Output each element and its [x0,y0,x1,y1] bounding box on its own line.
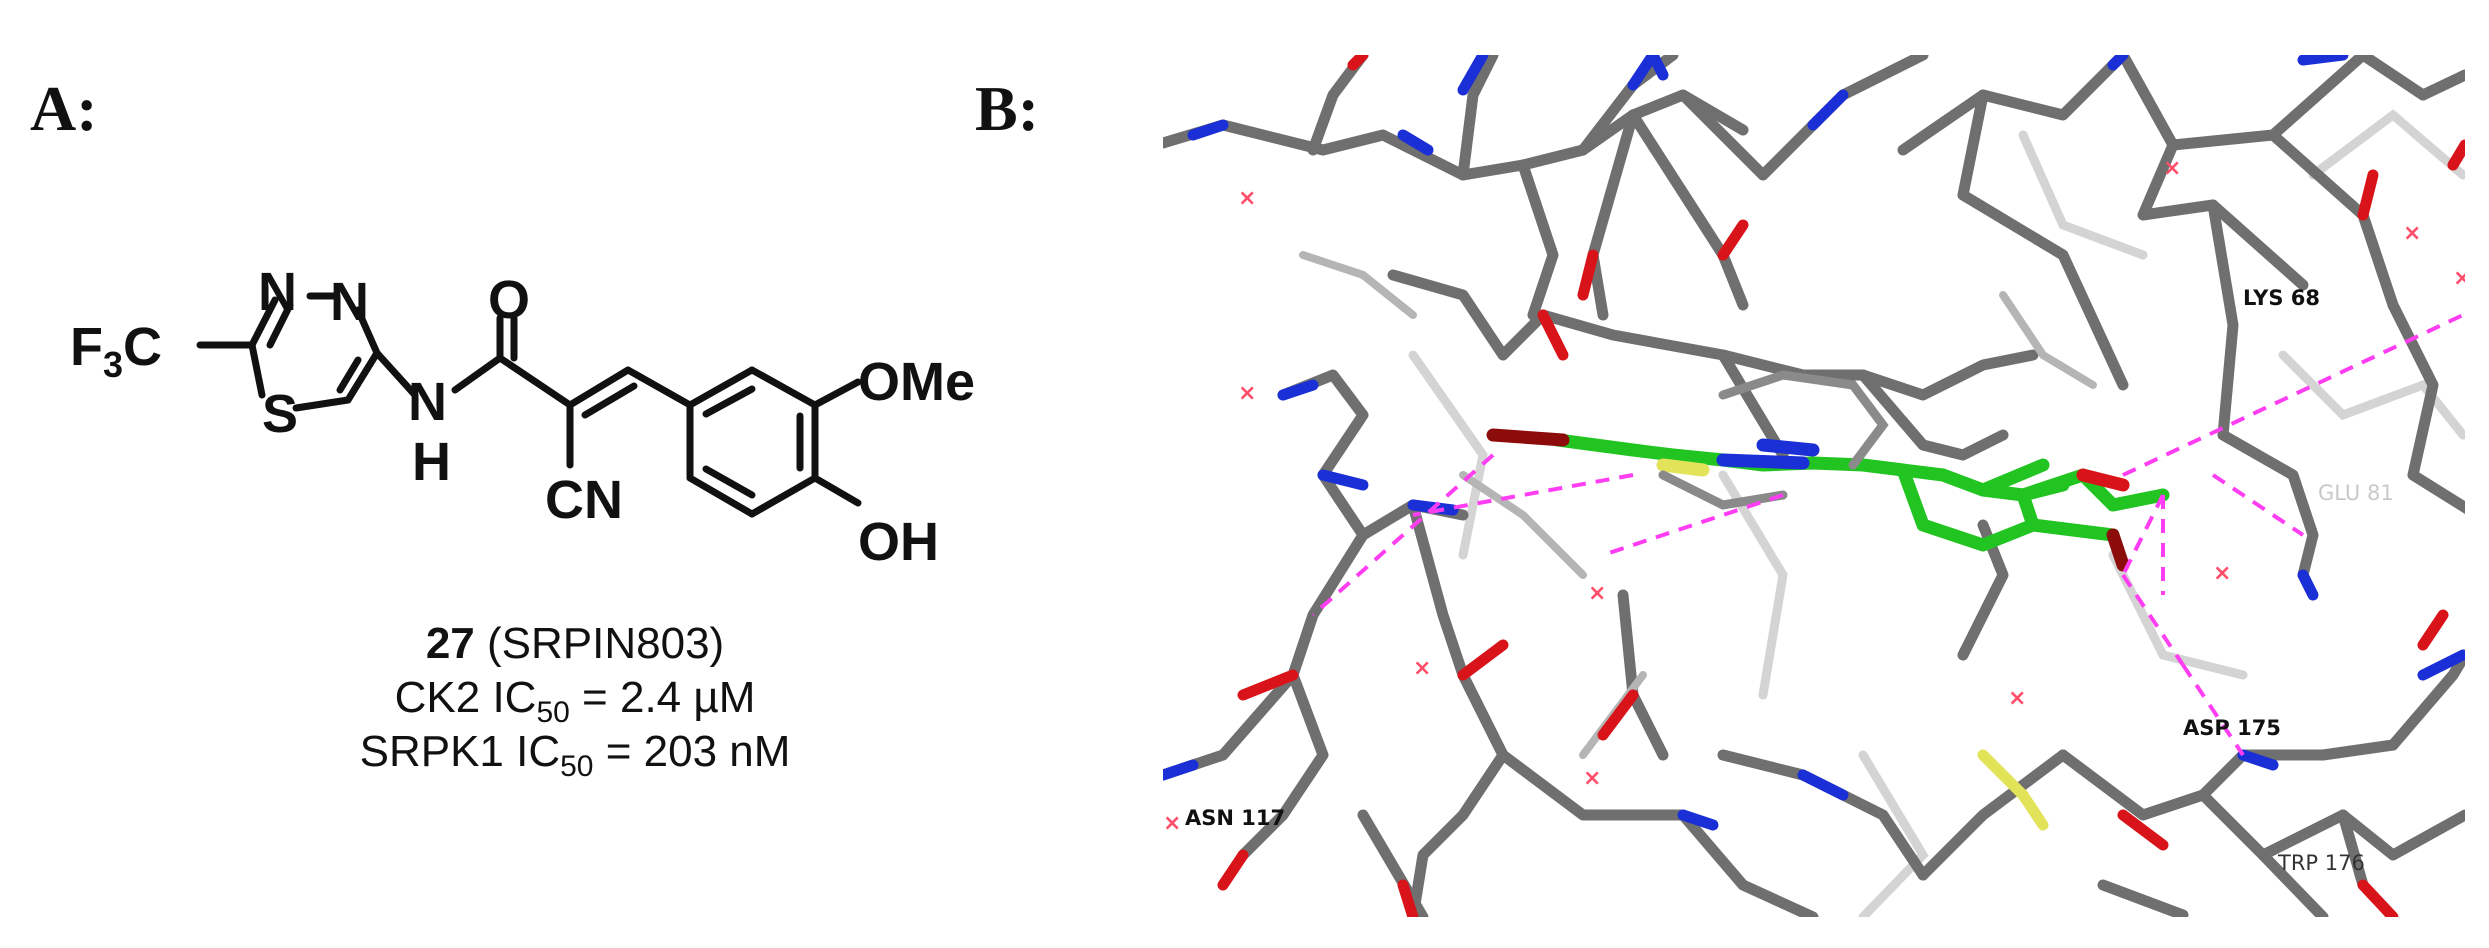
atom-nh-h: H [412,432,451,492]
atom-o: O [488,270,530,330]
structure-panel: F3C N N S N H O CN OMe OH 27 (SRPIN803) … [0,0,1140,943]
activity-target: SRPK1 [359,727,504,776]
atom-n2: N [330,272,369,332]
svg-text:×: × [1238,186,1256,211]
activity-srpk1: SRPK1 IC50 = 203 nM [250,726,900,793]
background-sticks [1408,109,2465,917]
atom-n1: N [258,262,297,322]
activity-ck2: CK2 IC50 = 2.4 µM [250,672,900,739]
svg-text:×: × [1238,381,1256,406]
atom-nh-n: N [408,372,447,432]
residue-label-lys68: LYS 68 [2243,286,2320,310]
nitrogen-atoms [1163,55,2465,831]
svg-text:×: × [1163,811,1181,836]
docking-panel: × × × × × × × × × × × LYS 68 GLU 81 ASP … [1163,55,2465,917]
panel-label-b: B: [975,73,1039,144]
residue-label-asn117: ASN 117 [1185,806,1285,830]
activity-metric-sub: 50 [536,695,570,729]
activity-value: = 2.4 µM [569,673,756,722]
atom-ome: OMe [858,352,975,412]
compound-number: 27 [425,619,475,668]
atom-oh: OH [858,512,939,572]
docking-render: × × × × × × × × × × × LYS 68 GLU 81 ASP … [1163,55,2465,917]
svg-text:×: × [2403,221,2421,246]
activity-metric-sub: 50 [560,749,594,783]
compound-title: 27 (SRPIN803) [250,618,900,670]
activity-target: CK2 [394,673,481,722]
compound-name: (SRPIN803) [487,619,725,668]
hydrogen-bonds [1311,313,2464,757]
svg-text:×: × [2213,561,2231,586]
activity-metric: IC [492,673,537,722]
svg-text:×: × [1583,766,1601,791]
svg-text:×: × [2008,686,2026,711]
svg-text:×: × [2453,266,2465,291]
svg-text:×: × [1588,581,1606,606]
sulfur-atoms [1977,749,2049,831]
svg-text:×: × [2163,156,2181,181]
water-molecules: × × × × × × × × × × × [1163,156,2465,836]
residue-label-trp176: TRP 176 [2277,851,2365,875]
chemical-structure: F3C N N S N H O CN OMe OH [70,262,975,572]
atom-s: S [262,384,298,444]
activity-value: = 203 nM [593,727,791,776]
atom-cn: CN [545,470,623,530]
panel-label-a: A: [30,73,98,144]
activity-metric: IC [516,727,561,776]
ligand-phenyl [1658,370,1889,510]
residue-label-asp175: ASP 175 [2183,716,2281,740]
bonds [196,292,862,518]
residue-label-glu81: GLU 81 [2318,481,2394,505]
ligand [1486,428,2170,572]
cf3-label: F3C [70,317,162,385]
oxygen-atoms [1217,55,2465,917]
faint-sticks [1299,251,2097,759]
svg-text:×: × [1413,656,1431,681]
